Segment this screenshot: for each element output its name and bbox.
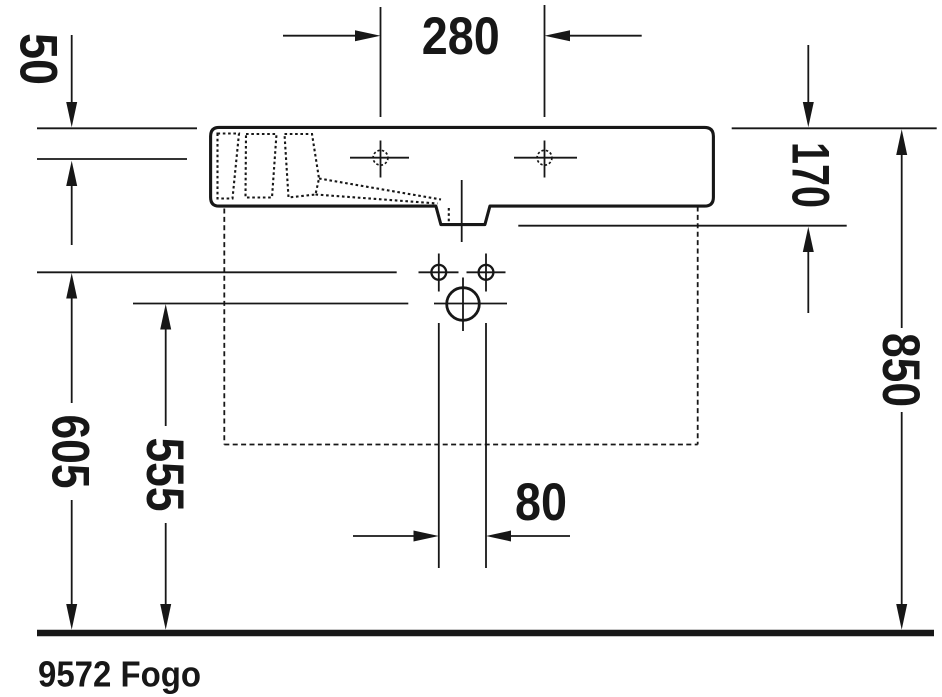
dim-605: 605: [41, 273, 100, 630]
fixing-hole-right-crosshair: [466, 253, 506, 292]
pedestal-dashed-outline: [223, 206, 699, 446]
fixing-hole-right: [466, 253, 506, 292]
dim-50-label: 50: [9, 33, 68, 85]
fixing-hole-left-crosshair: [418, 253, 459, 292]
dim-605-arrow-down: [66, 604, 78, 630]
dim-170: 170: [518, 45, 937, 313]
hidden-rib-1: [216, 132, 241, 200]
dim-850-arrow-down: [896, 604, 908, 630]
hidden-bowl-slope-upper: [318, 177, 442, 201]
fixing-hole-left: [418, 253, 459, 292]
dim-50-arrow-up: [66, 160, 78, 186]
dim-170-arrow-down: [802, 102, 814, 128]
dim-850-arrow-up: [896, 129, 908, 155]
dim-280-label: 280: [422, 7, 500, 66]
tap-hole-left: [350, 140, 409, 178]
drain-hole-crosshair: [434, 277, 507, 331]
dim-50-arrow-down: [66, 102, 78, 128]
dim-280: 280: [283, 5, 642, 117]
hidden-contours: [216, 132, 450, 224]
dim-50: 50: [9, 33, 197, 245]
dim-850-label: 850: [871, 333, 930, 407]
dim-850: 850: [871, 129, 930, 630]
dim-80-label: 80: [515, 473, 567, 532]
dim-80: 80: [353, 323, 570, 568]
tap-hole-left-crosshair: [350, 140, 409, 178]
dim-555-arrow-down: [160, 604, 172, 630]
basin-outline: [209, 125, 715, 227]
dim-555-arrow-up: [160, 304, 172, 330]
dim-555: 555: [135, 304, 194, 630]
hidden-rib-2: [244, 132, 278, 199]
dim-280-arrow-right: [355, 30, 381, 42]
dim-555-label: 555: [135, 438, 194, 512]
dim-605-arrow-up: [66, 273, 78, 299]
tap-hole-right-crosshair: [514, 140, 577, 178]
basin-body-outline: [209, 125, 715, 227]
product-label: 9572 Fogo: [38, 654, 201, 695]
dim-80-arrow-left: [486, 530, 511, 542]
dim-280-arrow-left: [544, 30, 570, 42]
drain-hole: [434, 277, 507, 331]
tap-hole-right: [514, 140, 577, 178]
dim-605-label: 605: [41, 415, 100, 489]
dim-170-arrow-up: [802, 226, 814, 252]
hidden-bowl-slope-lower: [315, 193, 438, 205]
dim-170-label: 170: [781, 142, 840, 208]
dim-80-arrow-right: [413, 530, 439, 542]
hidden-rib-3: [283, 132, 321, 199]
